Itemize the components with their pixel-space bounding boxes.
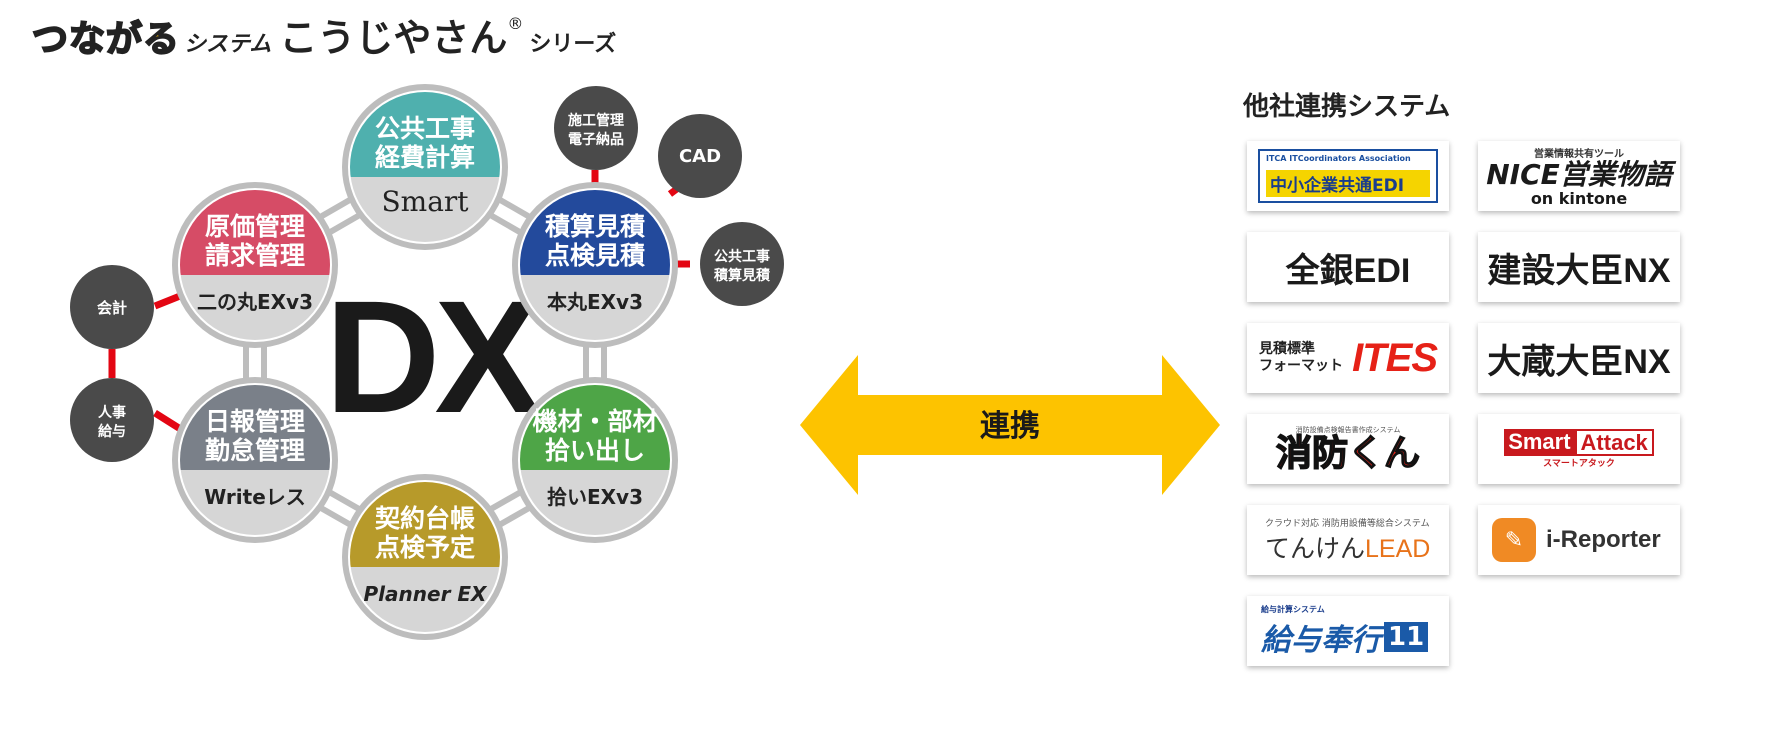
card-ites: 見積標準 フォーマット ITES	[1247, 323, 1449, 393]
smart-attack-name1: Smart	[1504, 429, 1575, 456]
satellite-label-line2: 電子納品	[568, 131, 624, 148]
node-title-line2: 点検予定	[375, 533, 475, 562]
i-reporter-name: i-Reporter	[1546, 526, 1661, 553]
tenken-name: てんけんLEAD	[1265, 529, 1430, 565]
card-tenken-lead: クラウド対応 消防用設備等総合システム てんけんLEAD	[1247, 505, 1449, 575]
other-systems-title: 他社連携システム	[1243, 92, 1451, 122]
card-chusho-edi: ITCA ITCoordinators Association 中小企業共通ED…	[1247, 141, 1449, 211]
node-title-line2: 勤怠管理	[205, 436, 305, 465]
card-shoubou-kun: 消防設備点検報告書作成システム 消防くん	[1247, 414, 1449, 484]
node-product-name: Smart	[381, 185, 469, 218]
brand-system: システム	[184, 32, 272, 57]
dx-hub-diagram: DX 公共工事経費計算Smart積算見積点検見積本丸EXv3機材・部材拾い出し拾…	[70, 84, 784, 640]
dx-center-label: DX	[325, 267, 541, 446]
node-title-line1: 機材・部材	[532, 407, 657, 436]
nice-name: NICE営業物語	[1486, 158, 1672, 191]
node-title-line2: 点検見積	[545, 241, 645, 270]
satellite-label-line1: 施工管理	[568, 112, 624, 129]
node-title-line2: 請求管理	[205, 241, 305, 270]
satellite-label-line2: 積算見積	[713, 267, 771, 284]
card-okura-daijin: 大蔵大臣NX	[1478, 323, 1680, 393]
node-product-name: 本丸EXv3	[547, 290, 643, 314]
brand-series: シリーズ	[529, 32, 617, 57]
kyuyo-version: 11	[1384, 621, 1429, 652]
ites-name: ITES	[1352, 335, 1438, 380]
registered-mark: ®	[507, 14, 524, 33]
satellite-label-line1: 公共工事	[714, 248, 770, 265]
brand-koujiyasan: こうじやさん	[279, 16, 508, 60]
nice-tagline: 営業情報共有ツール	[1534, 149, 1624, 160]
node-title-line1: 原価管理	[205, 212, 305, 241]
node-title-line1: 日報管理	[205, 407, 305, 436]
tenken-name1: てんけん	[1265, 533, 1366, 563]
node-title-line2: 拾い出し	[545, 436, 645, 465]
node-product-name: 拾いEXv3	[547, 485, 643, 509]
satellite-accounting: 会計	[70, 265, 154, 349]
shoubou-tagline: 消防設備点検報告書作成システム	[1295, 426, 1401, 434]
link-arrow: 連携	[800, 355, 1220, 495]
node-title-line1: 公共工事	[375, 114, 475, 143]
card-nice: 営業情報共有ツール NICE営業物語 on kintone	[1478, 141, 1680, 211]
node-product-name: 二の丸EXv3	[197, 290, 313, 314]
kyuyo-tagline: 給与計算システム	[1261, 604, 1325, 614]
kyuyo-name: 給与奉行	[1261, 622, 1381, 658]
i-reporter-icon: ✎	[1492, 518, 1536, 562]
card-zengin-edi: 全銀EDI	[1247, 232, 1449, 302]
shoubou-name: 消防くん	[1275, 433, 1421, 474]
arrow-label: 連携	[980, 409, 1040, 444]
satellite-label: CAD	[679, 146, 721, 167]
card-kensetsu-daijin: 建設大臣NX	[1478, 232, 1680, 302]
ites-prefix-line2: フォーマット	[1259, 358, 1343, 374]
card-smart-attack: Smart Attack スマートアタック	[1478, 414, 1680, 484]
smart-attack-name2: Attack	[1574, 429, 1654, 456]
satellite-cad: CAD	[658, 114, 742, 198]
tenken-name2: LEAD	[1365, 534, 1431, 563]
edi-name: 中小企業共通EDI	[1266, 170, 1430, 197]
satellite-label-line1: 人事	[98, 404, 126, 421]
series-title: つながる システム こうじやさん ® シリーズ	[31, 8, 617, 62]
node-title-line1: 積算見積	[545, 212, 645, 241]
edi-tagline: ITCA ITCoordinators Association	[1266, 154, 1411, 163]
satellite-label-line2: 給与	[98, 423, 126, 440]
zengin-name: 全銀EDI	[1285, 251, 1411, 290]
tenken-tagline: クラウド対応 消防用設備等総合システム	[1265, 518, 1430, 529]
node-title-line2: 経費計算	[375, 143, 475, 172]
kensetsu-name: 建設大臣NX	[1487, 251, 1671, 290]
satellite-label: 会計	[97, 299, 127, 317]
card-kyuyo-bugyo: 給与計算システム 給与奉行 11	[1247, 596, 1449, 666]
double-arrow-shape	[800, 355, 1220, 495]
node-title-line1: 契約台帳	[375, 504, 475, 533]
ites-prefix-line1: 見積標準	[1259, 341, 1315, 357]
ites-prefix: 見積標準 フォーマット	[1259, 341, 1343, 375]
brand-tsunagaru: つながる	[31, 18, 181, 61]
connector-accounting	[153, 292, 182, 310]
edi-logo: ITCA ITCoordinators Association 中小企業共通ED…	[1258, 149, 1438, 203]
node-product-name: Planner EX	[364, 582, 489, 606]
nice-sub: on kintone	[1530, 189, 1628, 208]
connector-hr	[153, 410, 184, 433]
smart-attack-sub: スマートアタック	[1543, 459, 1615, 469]
node-product-name: Writeレス	[204, 485, 306, 509]
okura-name: 大蔵大臣NX	[1487, 342, 1671, 381]
card-i-reporter: ✎ i-Reporter	[1478, 505, 1680, 575]
